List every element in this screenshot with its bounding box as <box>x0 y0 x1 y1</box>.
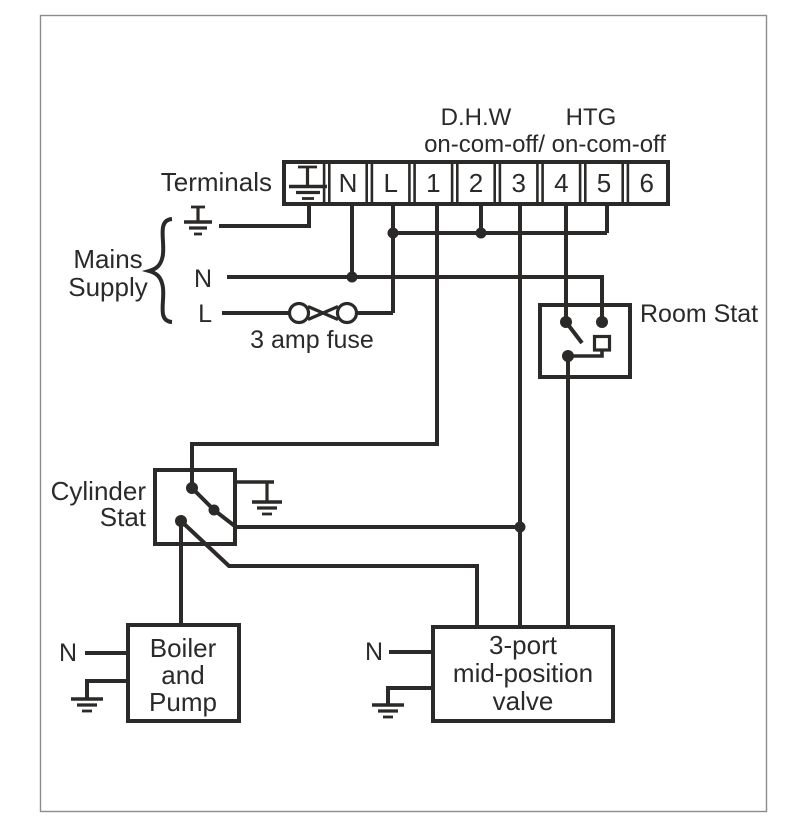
terminal-label-3: 3 <box>511 168 525 198</box>
terminal-strip: Terminals N L 1 2 3 4 5 <box>161 160 670 206</box>
boiler-label-line1: Boiler <box>150 633 217 663</box>
room-stat-internal-link <box>568 350 604 358</box>
boiler-label-line2: and <box>161 660 204 690</box>
junction-dot-live <box>387 227 399 239</box>
mains-neutral-label: N <box>194 265 212 293</box>
wire-terminal-1-to-cylinder-stat <box>190 204 439 488</box>
cylinder-stat: Cylinder Stat <box>51 468 520 627</box>
three-port-valve: 3-port mid-position valve N <box>365 625 615 723</box>
cylinder-stat-label-line1: Cylinder <box>51 476 147 506</box>
room-stat-box <box>538 303 632 379</box>
valve-label-line2: mid-position <box>453 658 593 688</box>
terminal-label-5: 5 <box>597 168 611 198</box>
terminal-label-2: 2 <box>469 168 483 198</box>
earth-icon-boiler <box>71 679 128 713</box>
boiler-and-pump: Boiler and Pump N <box>59 623 241 723</box>
room-stat-anticipator-resistor <box>592 334 612 352</box>
terminal-label-l: L <box>383 168 397 198</box>
terminal-header: D.H.W HTG on-com-off/ on-com-off <box>424 104 666 158</box>
mains-label-line1: Mains <box>73 244 142 274</box>
wire-cylinder-stat-to-valve <box>179 519 479 627</box>
wire-mains-neutral <box>227 275 604 322</box>
earth-icon-valve <box>372 686 433 719</box>
cylinder-stat-contact-middle <box>208 504 220 516</box>
page-border <box>39 14 768 813</box>
brace-icon <box>141 217 173 324</box>
fuse-label: 3 amp fuse <box>250 326 374 354</box>
boiler-box <box>126 623 241 723</box>
terminal-label-1: 1 <box>426 168 440 198</box>
valve-box <box>431 625 615 723</box>
terminal-labels: N L 1 2 3 4 5 6 <box>339 168 654 198</box>
wire-earth-to-terminal <box>219 204 311 228</box>
cylinder-stat-terminal-top <box>186 482 198 494</box>
terminals-title: Terminals <box>161 167 272 197</box>
cylinder-stat-terminal-bottom <box>175 515 187 527</box>
room-stat-terminal-right <box>596 316 608 328</box>
terminal-label-n: N <box>339 168 358 198</box>
junction-dot-terminal-2 <box>475 227 487 239</box>
room-stat-label: Room Stat <box>640 300 758 328</box>
earth-icon-terminal <box>289 165 327 200</box>
fuse-icon <box>287 301 359 325</box>
valve-label-line1: 3-port <box>489 630 558 660</box>
earth-icon-mains <box>184 205 212 236</box>
terminal-label-4: 4 <box>554 168 568 198</box>
cylinder-stat-box <box>153 468 237 546</box>
htg-label: HTG <box>566 104 617 131</box>
boiler-neutral-label: N <box>59 639 77 667</box>
on-com-off-label: on-com-off/ on-com-off <box>424 131 666 158</box>
room-stat: Room Stat <box>538 300 758 627</box>
junction-dot-neutral <box>346 271 358 283</box>
mains-live-label: L <box>198 300 212 328</box>
terminal-label-6: 6 <box>639 168 653 198</box>
valve-label-line3: valve <box>493 686 554 716</box>
cylinder-stat-label-line2: Stat <box>100 502 147 532</box>
terminal-cell-separators <box>322 164 630 202</box>
terminal-strip-outline <box>282 160 670 206</box>
boiler-label-line3: Pump <box>149 687 217 717</box>
dhw-label: D.H.W <box>441 104 512 131</box>
earth-icon-cylinder-stat <box>235 480 282 516</box>
room-stat-terminal-left <box>560 316 572 328</box>
valve-neutral-label: N <box>365 638 383 666</box>
cylinder-stat-switch-arm-wire <box>190 486 520 529</box>
terminal-wires <box>190 204 609 627</box>
mains-label-line2: Supply <box>68 272 148 302</box>
